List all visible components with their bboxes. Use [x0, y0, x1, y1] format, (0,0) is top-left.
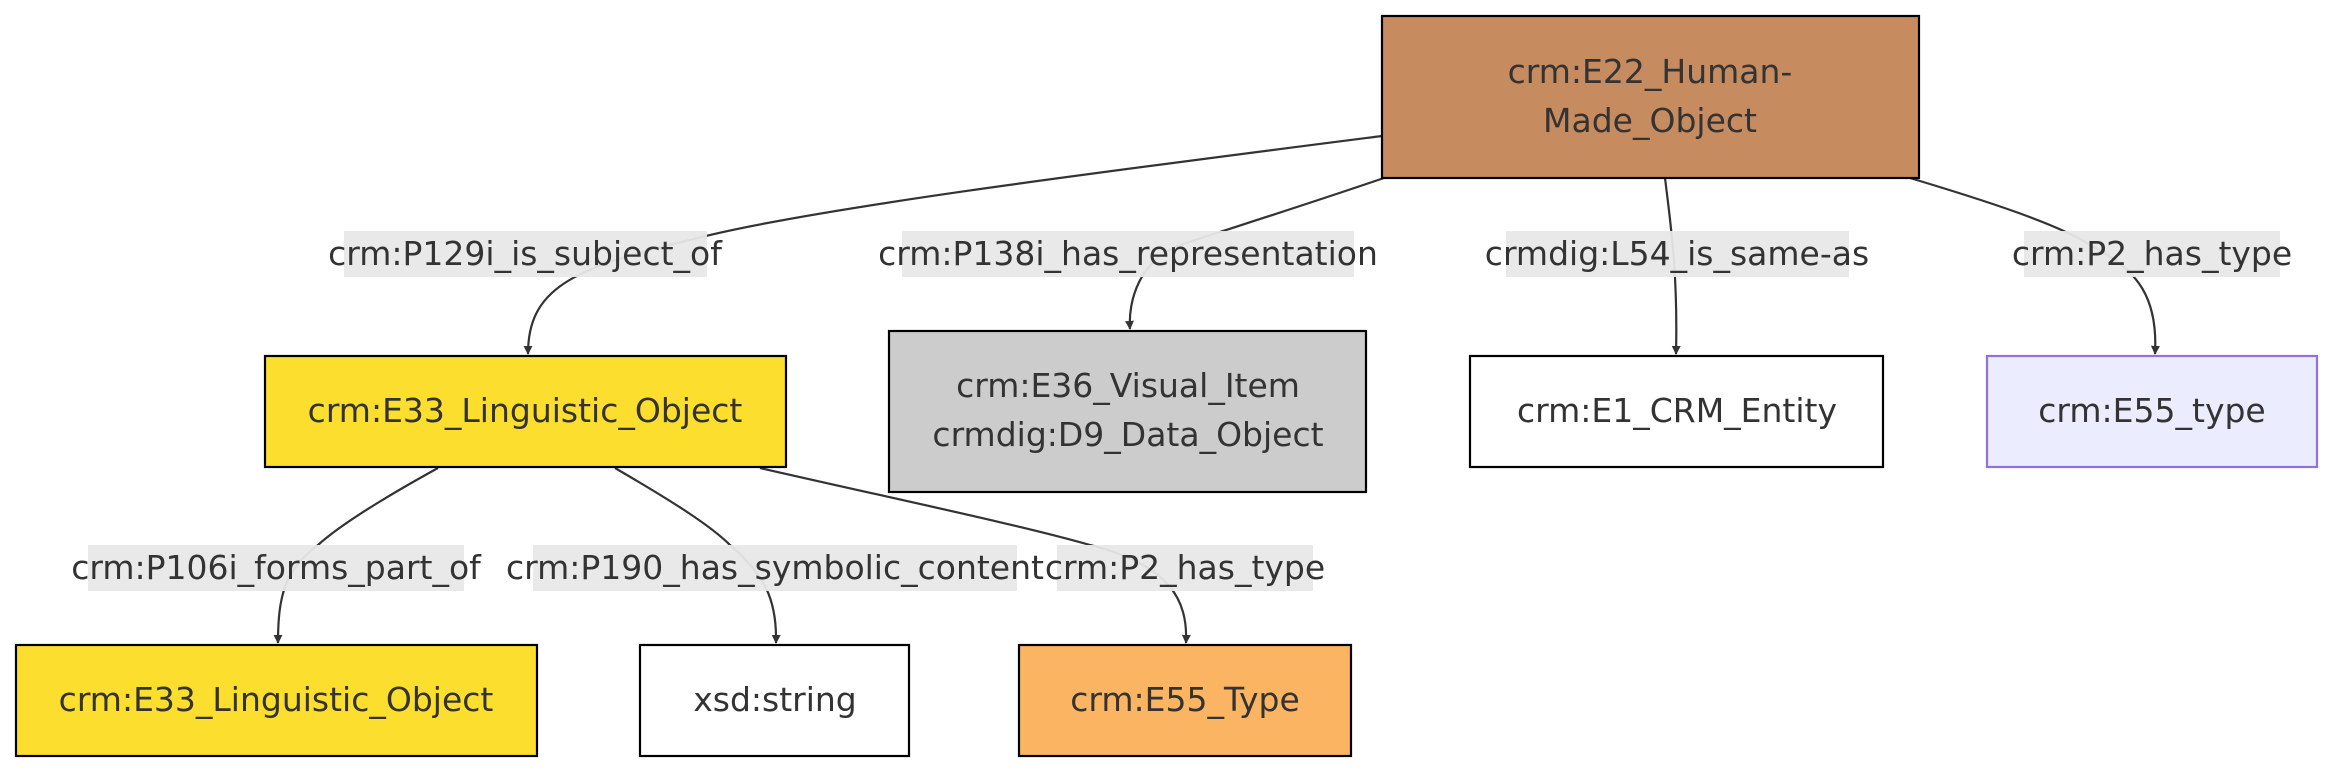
- node-linguistic-object: crm:E33_Linguistic_Object: [263, 354, 788, 469]
- edge-label-text: crm:P2_has_type: [1045, 548, 1325, 587]
- edge-label-p129i: crm:P129i_is_subject_of: [328, 231, 723, 277]
- edge-label-p190: crm:P190_has_symbolic_content: [506, 545, 1044, 591]
- node-label-line: xsd:string: [693, 680, 857, 719]
- node-box: [1985, 354, 2319, 469]
- edge-label-text: crm:P2_has_type: [2012, 234, 2292, 273]
- edge-p190-path: [614, 467, 781, 644]
- node-box: [638, 643, 911, 758]
- node-label-line: crm:E36_Visual_Item: [956, 366, 1300, 405]
- edge-label-text: crm:P190_has_symbolic_content: [506, 548, 1044, 587]
- node-xsd-string: xsd:string: [638, 643, 911, 758]
- edge-label-p2-bottom: crm:P2_has_type: [1045, 545, 1325, 591]
- edge-label-p106i: crm:P106i_forms_part_of: [71, 545, 482, 591]
- edge-label-p2-top: crm:P2_has_type: [2012, 231, 2292, 277]
- edge-p129i-path: [523, 134, 1383, 355]
- edge-p2-bottom-path: [759, 466, 1191, 644]
- edge-p106i-path: [273, 467, 439, 644]
- node-label-line: crmdig:D9_Data_Object: [932, 415, 1323, 454]
- node-box: [14, 643, 539, 758]
- edge-label-p138i: crm:P138i_has_representation: [878, 231, 1378, 277]
- edge-label-text: crm:P106i_forms_part_of: [71, 548, 482, 587]
- node-crm-entity: crm:E1_CRM_Entity: [1468, 354, 1885, 469]
- node-label-line: crm:E33_Linguistic_Object: [308, 391, 743, 430]
- node-human-made-object: crm:E22_Human- Made_Object: [1380, 14, 1921, 180]
- node-label-line: crm:E22_Human-: [1508, 52, 1793, 91]
- node-label-line: crm:E1_CRM_Entity: [1517, 391, 1837, 430]
- node-e55-type-top: crm:E55_type: [1985, 354, 2319, 469]
- node-label-line: crm:E33_Linguistic_Object: [59, 680, 494, 719]
- node-box: [1017, 643, 1353, 758]
- node-label-line: crm:E55_type: [2038, 391, 2265, 430]
- edge-label-text: crmdig:L54_is_same-as: [1485, 234, 1869, 273]
- node-e55-type-bottom: crm:E55_Type: [1017, 643, 1353, 758]
- node-box: [1380, 14, 1921, 180]
- edge-label-l54: crmdig:L54_is_same-as: [1485, 231, 1869, 277]
- node-visual-item: crm:E36_Visual_Item crmdig:D9_Data_Objec…: [887, 329, 1368, 494]
- node-linguistic-object-part: crm:E33_Linguistic_Object: [14, 643, 539, 758]
- node-label-line: crm:E55_Type: [1070, 680, 1300, 719]
- node-label-line: Made_Object: [1543, 101, 1757, 140]
- node-box: [263, 354, 788, 469]
- edge-label-text: crm:P138i_has_representation: [878, 234, 1378, 273]
- node-box: [1468, 354, 1885, 469]
- node-box: [887, 329, 1368, 494]
- edge-label-text: crm:P129i_is_subject_of: [328, 234, 723, 273]
